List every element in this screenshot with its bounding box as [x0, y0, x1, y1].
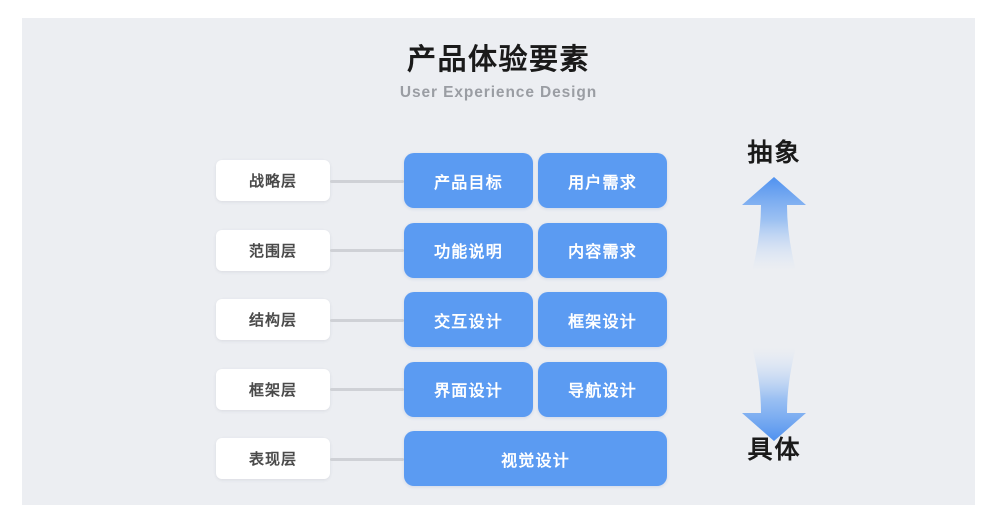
- element-box-label: 框架设计: [568, 313, 637, 331]
- element-box[interactable]: 视觉设计: [404, 431, 667, 486]
- element-box-group: 交互设计 框架设计: [404, 292, 667, 347]
- element-box-label: 导航设计: [568, 383, 637, 400]
- element-box-group: 界面设计 导航设计: [404, 361, 667, 417]
- diagram-row: 框架层 界面设计 导航设计: [22, 361, 975, 417]
- abstraction-axis: 抽象: [712, 118, 837, 468]
- page-subtitle: User Experience Design: [399, 84, 598, 102]
- diagram-row: 结构层 交互设计 框架设计: [22, 292, 975, 347]
- element-box[interactable]: 产品目标: [404, 153, 533, 208]
- element-box[interactable]: 用户需求: [538, 153, 667, 208]
- layer-card-label: 表现层: [248, 451, 297, 468]
- layer-card-label: 范围层: [248, 242, 297, 260]
- element-box-label: 交互设计: [434, 313, 503, 331]
- layer-card-1[interactable]: 战略层: [216, 160, 330, 201]
- element-box[interactable]: 交互设计: [404, 292, 533, 347]
- connector-line: [330, 318, 404, 322]
- experience-layers-diagram: 战略层 产品目标 用户需求范围层 功能说明 内容需求结构层 交互设计 框架设计框架层 界面设计…: [22, 18, 975, 505]
- arrow-up-gradient-icon: [740, 176, 808, 272]
- axis-label-concrete: 具体: [747, 436, 802, 464]
- layer-card-label: 结构层: [248, 312, 297, 329]
- element-box[interactable]: 内容需求: [538, 222, 667, 278]
- connector-line: [330, 457, 404, 461]
- element-box-label: 视觉设计: [501, 452, 570, 470]
- page-title: 产品体验要素: [406, 44, 590, 76]
- layer-card-label: 框架层: [248, 381, 297, 399]
- layer-card-5[interactable]: 表现层: [216, 438, 330, 479]
- element-box[interactable]: 导航设计: [538, 361, 667, 417]
- header: 产品体验要素 User Experience Design: [22, 44, 975, 102]
- element-box-label: 用户需求: [568, 174, 637, 192]
- element-box-group: 产品目标 用户需求: [404, 153, 667, 208]
- arrow-down-gradient-icon: [740, 346, 808, 442]
- diagram-row: 范围层 功能说明 内容需求: [22, 222, 975, 278]
- element-box-label: 内容需求: [568, 244, 637, 261]
- diagram-row: 战略层 产品目标 用户需求: [22, 153, 975, 208]
- element-box-label: 产品目标: [434, 174, 503, 192]
- element-box-group: 视觉设计: [404, 431, 667, 486]
- element-box[interactable]: 功能说明: [404, 222, 533, 278]
- element-box-label: 功能说明: [434, 244, 503, 261]
- connector-line: [330, 388, 404, 391]
- connector-line: [330, 249, 404, 252]
- element-box-label: 界面设计: [434, 383, 503, 400]
- element-box[interactable]: 界面设计: [404, 361, 533, 417]
- layer-card-3[interactable]: 结构层: [216, 299, 330, 340]
- layer-card-label: 战略层: [248, 173, 297, 190]
- element-box-group: 功能说明 内容需求: [404, 222, 667, 278]
- diagram-row: 表现层 视觉设计: [22, 431, 975, 486]
- layer-card-4[interactable]: 框架层: [216, 368, 330, 410]
- layer-card-2[interactable]: 范围层: [216, 229, 330, 271]
- axis-label-abstract: 抽象: [747, 139, 802, 167]
- slide-canvas: 产品体验要素 User Experience Design 战略层 产品目标 用户需…: [22, 18, 975, 505]
- connector-line: [330, 179, 404, 183]
- element-box[interactable]: 框架设计: [538, 292, 667, 347]
